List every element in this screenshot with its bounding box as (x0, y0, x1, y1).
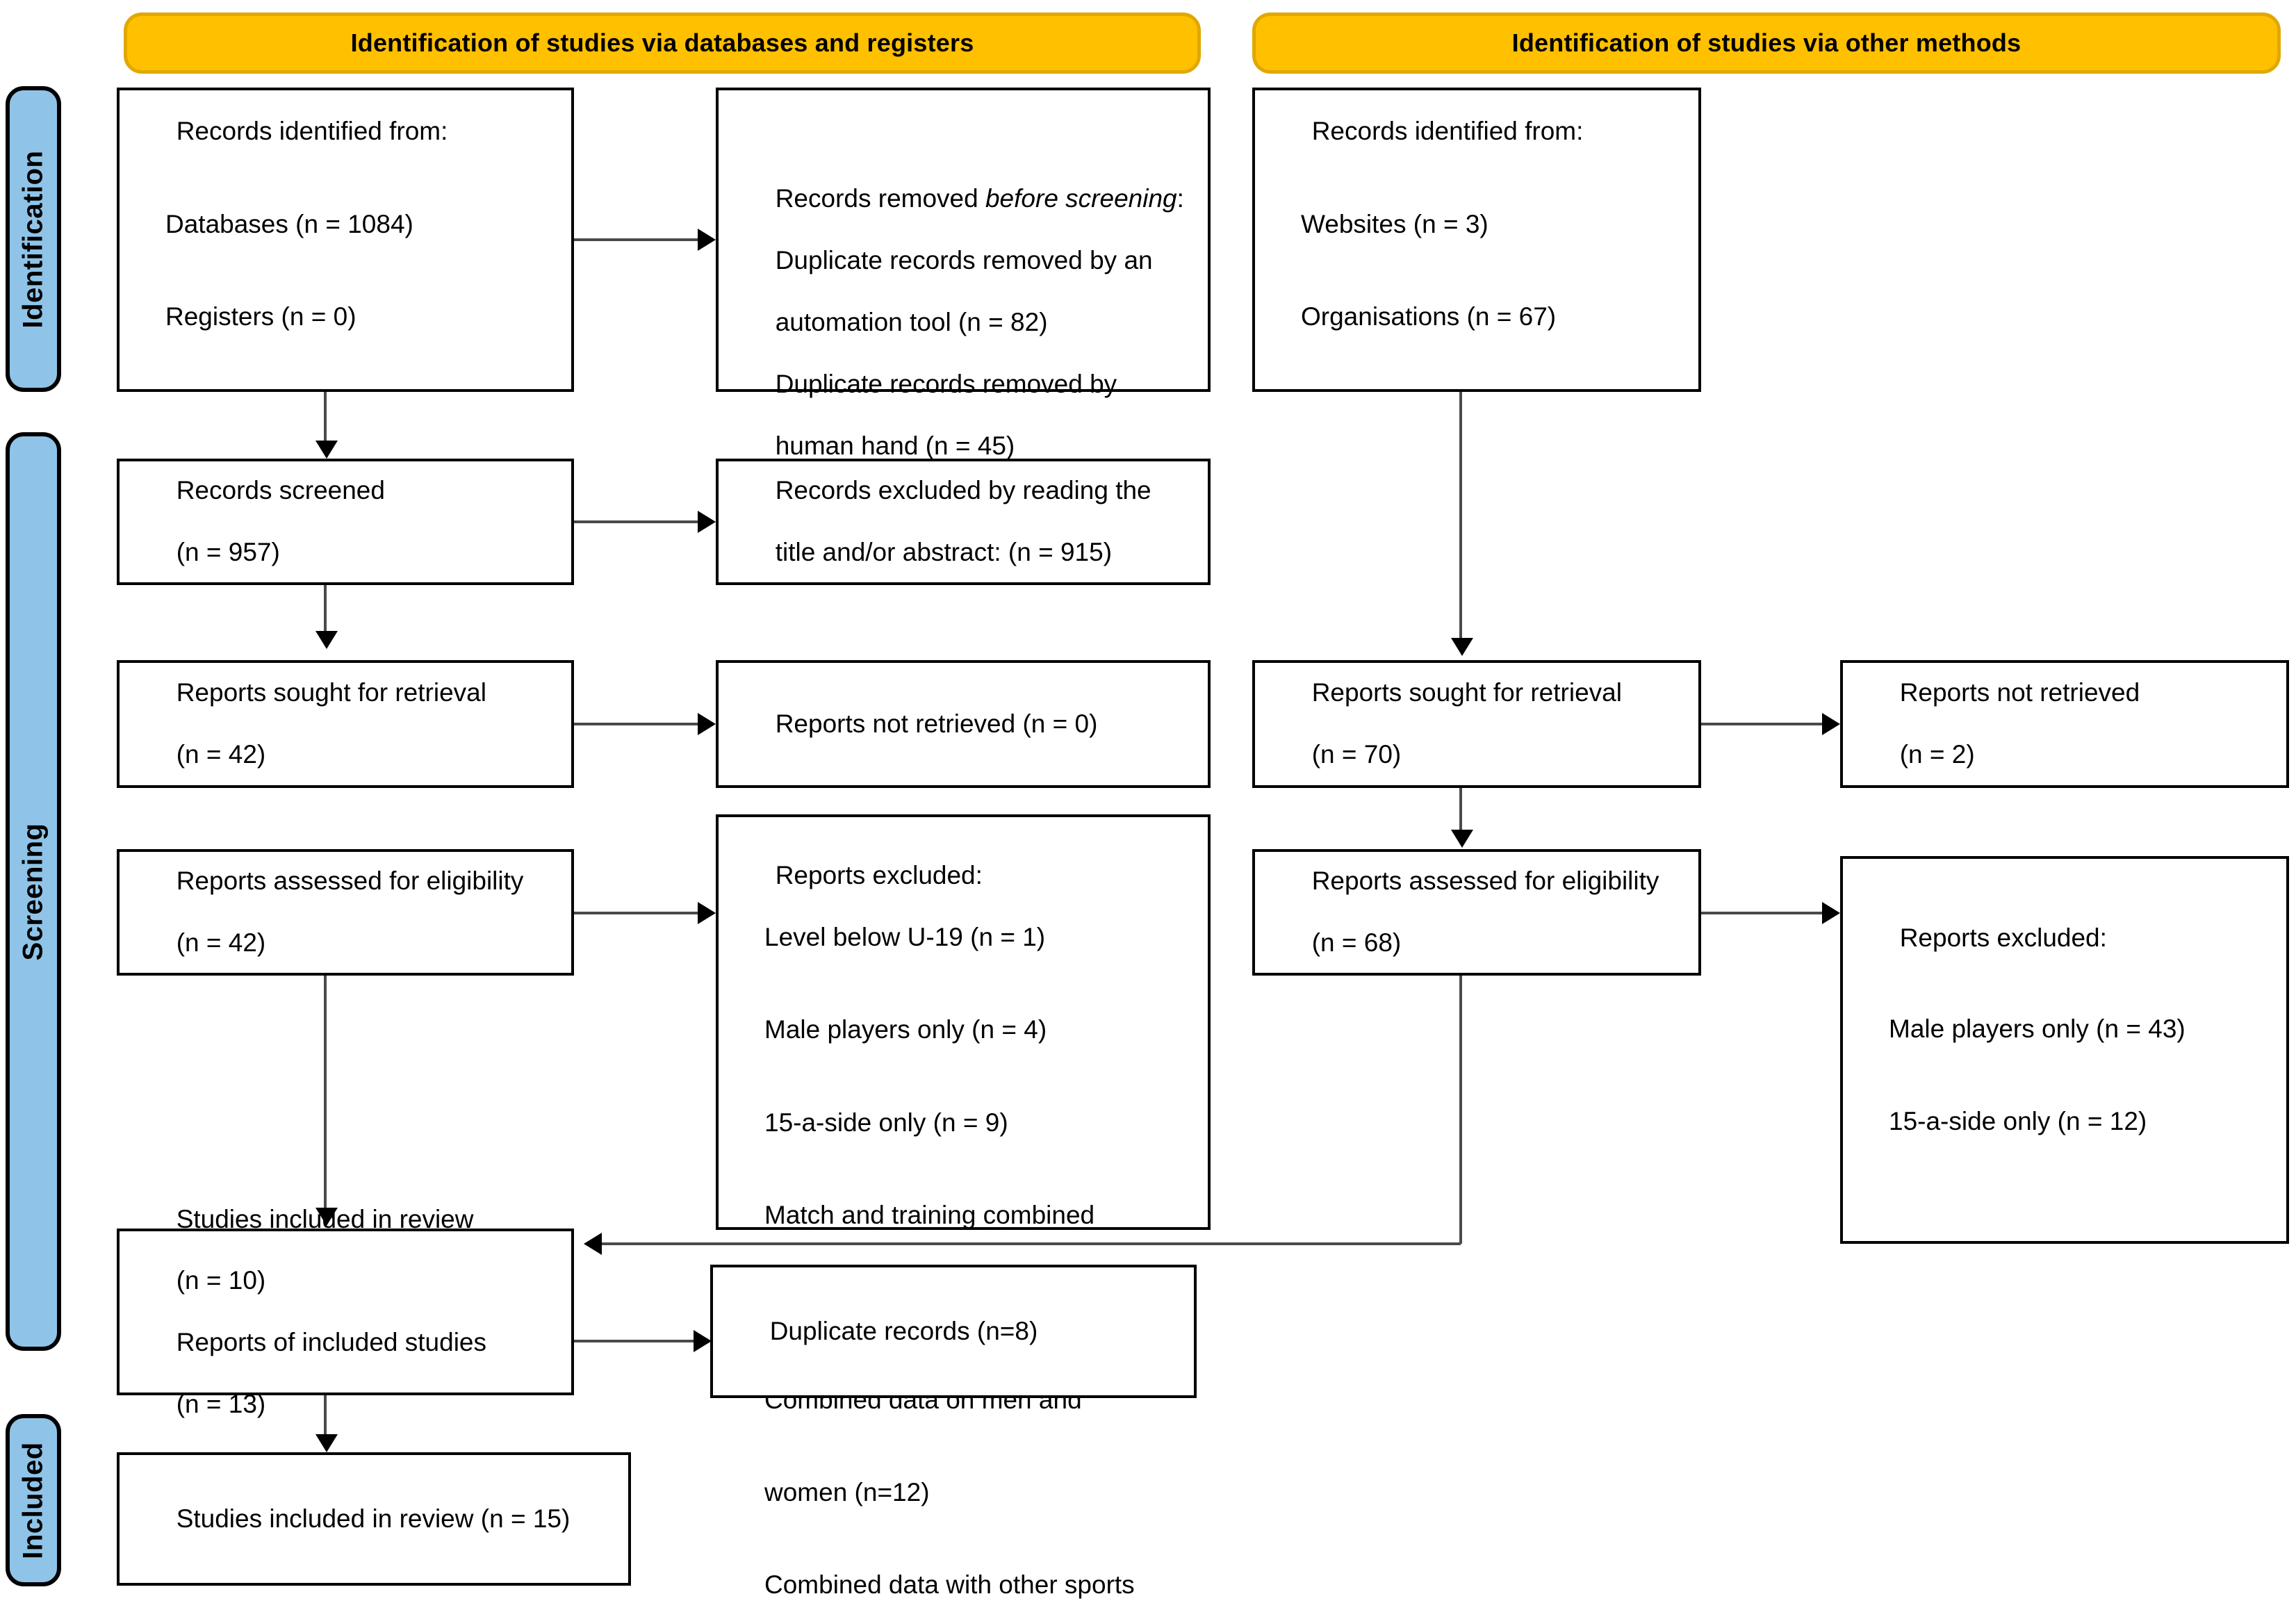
records-excluded-line-2: title and/or abstract: (n = 915) (775, 538, 1113, 567)
records-removed-human-1: Duplicate records removed by (775, 369, 1117, 398)
reports-sought-right-count: (n = 70) (1311, 740, 1402, 769)
records-removed-automation-2: automation tool (n = 82) (775, 307, 1048, 336)
box-reports-not-retrieved-right: Reports not retrieved (n = 2) (1840, 660, 2289, 788)
records-screened-count: (n = 957) (176, 538, 280, 567)
box-duplicate-records: Duplicate records (n=8) (710, 1265, 1197, 1398)
box-records-identified-databases: Records identified from: Databases (n = … (117, 88, 574, 392)
reports-assessed-right-label: Reports assessed for eligibility (1311, 866, 1659, 896)
arrowhead-sought-to-not-retrieved-left (698, 713, 716, 735)
box-studies-included-in-review: Studies included in review (n = 10) Repo… (117, 1205, 574, 1418)
box-reports-not-retrieved-left: Reports not retrieved (n = 0) (716, 660, 1211, 788)
connector-sought-to-not-retrieved-left (574, 723, 698, 725)
reports-assessed-right-count: (n = 68) (1311, 928, 1402, 958)
records-identified-other-title: Records identified from: (1311, 117, 1584, 146)
connector-assessed-to-excluded-right (1701, 912, 1822, 914)
box-reports-assessed-right: Reports assessed for eligibility (n = 68… (1252, 849, 1701, 976)
reports-sought-right-label: Reports sought for retrieval (1311, 678, 1622, 707)
records-removed-lead: Records removed (775, 184, 985, 213)
records-removed-human-2: human hand (n = 45) (775, 431, 1015, 460)
arrowhead-assessed-to-studies-included (315, 1208, 338, 1226)
banner-databases-label: Identification of studies via databases … (350, 28, 974, 57)
reports-excluded-left-item-2: 15-a-side only (n = 9) (764, 1108, 1008, 1137)
connector-screened-to-sought (324, 585, 327, 635)
reports-excluded-left-item-7: Combined data with other sports (764, 1570, 1135, 1600)
arrowhead-assessed-to-excluded-right (1822, 902, 1840, 924)
reports-excluded-right-item-0: Male players only (n = 43) (1889, 1015, 2186, 1044)
box-records-identified-other: Records identified from: Websites (n = 3… (1252, 88, 1701, 392)
connector-right-assessed-across (602, 1242, 1461, 1245)
arrowhead-screened-to-excluded (698, 511, 716, 533)
duplicate-records-label: Duplicate records (n=8) (769, 1316, 1038, 1345)
reports-assessed-left-label: Reports assessed for eligibility (176, 866, 524, 896)
reports-not-retrieved-right-label: Reports not retrieved (1899, 678, 2140, 707)
connector-assessed-to-excluded-left (574, 912, 698, 914)
arrowhead-studies-to-final (315, 1434, 338, 1452)
studies-included-count-1: (n = 10) (176, 1266, 266, 1295)
records-identified-title: Records identified from: (176, 117, 448, 146)
connector-right-assessed-down (1459, 976, 1462, 1244)
studies-included-count-2: (n = 13) (176, 1389, 266, 1418)
arrowhead-assessed-to-excluded-left (698, 902, 716, 924)
arrowhead-sought-to-not-retrieved-right (1822, 713, 1840, 735)
connector-identified-to-screened (324, 392, 327, 445)
banner-other-label: Identification of studies via other meth… (1511, 28, 2022, 57)
reports-excluded-left-item-6: women (n=12) (764, 1478, 930, 1507)
records-screened-label: Records screened (176, 476, 385, 505)
rail-included: Included (6, 1414, 61, 1586)
final-studies-included-label: Studies included in review (n = 15) (176, 1504, 571, 1533)
box-reports-assessed-left: Reports assessed for eligibility (n = 42… (117, 849, 574, 976)
connector-studies-to-final (324, 1395, 327, 1438)
box-reports-sought-right: Reports sought for retrieval (n = 70) (1252, 660, 1701, 788)
reports-excluded-left-item-3: Match and training combined (764, 1200, 1095, 1229)
arrowhead-identified-to-removed (698, 229, 716, 251)
reports-excluded-right-title: Reports excluded: (1899, 923, 2107, 953)
connector-assessed-to-studies-included (324, 976, 327, 1212)
rail-screening: Screening (6, 432, 61, 1351)
arrowhead-sought-to-assessed-right (1451, 830, 1473, 848)
box-reports-excluded-right: Reports excluded: Male players only (n =… (1840, 856, 2289, 1244)
box-final-studies-included: Studies included in review (n = 15) (117, 1452, 631, 1586)
box-records-screened: Records screened (n = 957) (117, 459, 574, 585)
records-identified-databases: Databases (n = 1084) (165, 209, 413, 238)
reports-sought-left-label: Reports sought for retrieval (176, 678, 486, 707)
box-records-removed-before-screening: Records removed before screening: Duplic… (716, 88, 1211, 460)
box-records-excluded-title-abstract: Records excluded by reading the title an… (716, 459, 1211, 585)
rail-screening-label: Screening (17, 823, 49, 960)
reports-excluded-right-item-1: 15-a-side only (n = 12) (1889, 1107, 2147, 1136)
records-removed-emphasis: before screening (985, 184, 1177, 213)
arrowhead-studies-to-duplicates (694, 1330, 712, 1352)
box-reports-sought-left: Reports sought for retrieval (n = 42) (117, 660, 574, 788)
connector-sought-to-assessed-right (1459, 788, 1462, 834)
arrowhead-other-identified-to-sought (1451, 638, 1473, 656)
connector-identified-to-removed (574, 238, 698, 241)
records-removed-automation-1: Duplicate records removed by an (775, 246, 1153, 275)
reports-not-retrieved-left-label: Reports not retrieved (n = 0) (775, 709, 1098, 738)
records-removed-colon: : (1176, 184, 1184, 213)
reports-excluded-left-title: Reports excluded: (775, 861, 983, 890)
rail-included-label: Included (17, 1441, 49, 1559)
records-identified-organisations: Organisations (n = 67) (1301, 302, 1557, 331)
arrowhead-identified-to-screened (315, 441, 338, 459)
records-identified-registers: Registers (n = 0) (165, 302, 356, 331)
arrowhead-screened-to-sought (315, 631, 338, 649)
rail-identification-label: Identification (17, 150, 49, 328)
banner-other-methods: Identification of studies via other meth… (1252, 13, 2281, 74)
arrowhead-right-into-studies-included (584, 1233, 602, 1255)
reports-excluded-left-item-0: Level below U-19 (n = 1) (764, 923, 1046, 952)
reports-assessed-left-count: (n = 42) (176, 928, 266, 958)
rail-identification: Identification (6, 86, 61, 392)
banner-databases-registers: Identification of studies via databases … (124, 13, 1201, 74)
studies-included-label-1: Studies included in review (176, 1204, 474, 1233)
reports-not-retrieved-right-count: (n = 2) (1899, 740, 1975, 769)
box-reports-excluded-left: Reports excluded: Level below U-19 (n = … (716, 814, 1211, 1599)
connector-sought-to-not-retrieved-right (1701, 723, 1822, 725)
records-identified-websites: Websites (n = 3) (1301, 209, 1489, 238)
connector-other-identified-to-sought (1459, 392, 1462, 642)
records-excluded-line-1: Records excluded by reading the (775, 476, 1151, 505)
studies-included-label-2: Reports of included studies (176, 1328, 486, 1357)
connector-studies-to-duplicates (574, 1340, 694, 1342)
reports-excluded-left-item-1: Male players only (n = 4) (764, 1015, 1047, 1044)
reports-sought-left-count: (n = 42) (176, 740, 266, 769)
connector-screened-to-excluded (574, 520, 698, 523)
